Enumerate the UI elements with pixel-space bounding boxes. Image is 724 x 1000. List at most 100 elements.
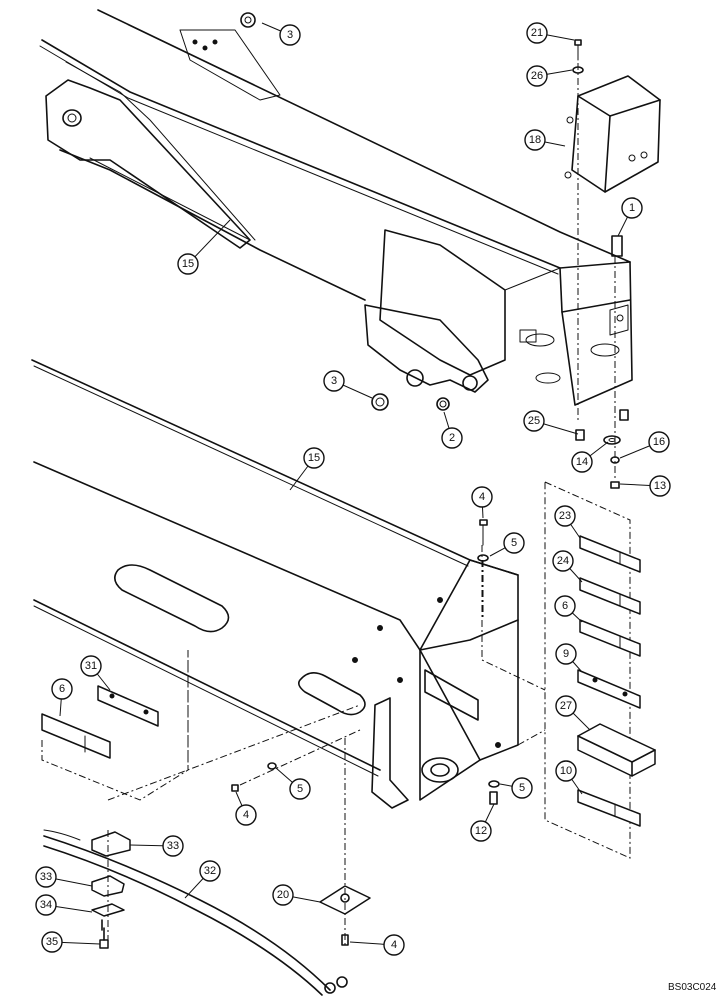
shim-6-left [41,713,111,759]
callout-circle [162,835,184,857]
callout-4: 4 [235,791,257,826]
block-27 [577,723,656,777]
callout-18: 18 [524,129,566,151]
shim-6-right [579,619,641,657]
callout-label: 13 [654,480,666,492]
bushing-3-lower [371,393,389,411]
bolt-4-top [477,519,489,620]
callout-label: 27 [560,700,572,712]
callout-label: 26 [531,70,543,82]
callout-label: 3 [287,29,293,41]
shim-23 [579,535,641,573]
callout-label: 6 [59,683,65,695]
callout-12: 12 [470,803,495,842]
callout-13: 13 [619,475,671,497]
callout-27: 27 [555,695,591,731]
shim-plane [544,481,631,859]
callout-circle [471,486,493,508]
callout-circle [177,253,199,275]
callout-circle [503,532,525,554]
callout-4: 4 [349,934,405,956]
leader-shim-a [481,545,546,691]
callout-label: 34 [40,899,52,911]
callout-circle [555,760,577,782]
callout-label: 16 [653,436,665,448]
callout-33: 33 [129,835,184,857]
callout-1: 1 [617,197,643,237]
bolt-13 [610,481,620,489]
callout-label: 32 [204,865,216,877]
callout-34: 34 [35,894,93,916]
callout-5: 5 [499,777,533,799]
callout-label: 33 [40,871,52,883]
callout-circle [51,678,73,700]
callout-circle [303,447,325,469]
callout-label: 9 [563,648,569,660]
callout-label: 14 [576,456,588,468]
callout-circle [272,884,294,906]
block-part-1 [611,235,623,257]
callout-circle [555,643,577,665]
callout-25: 25 [523,410,579,435]
bolt-12 [488,780,500,805]
callout-circle [199,860,221,882]
callout-24: 24 [552,550,583,583]
callout-label: 25 [528,415,540,427]
left-shim-plane [41,650,189,801]
washer-14 [603,435,621,445]
callout-6: 6 [51,678,73,717]
callout-circle [323,370,345,392]
callout-26: 26 [526,65,573,87]
callout-circle [571,451,593,473]
callout-circle [235,804,257,826]
callout-circle [279,24,301,46]
callout-label: 15 [182,258,194,270]
callout-circle [649,475,671,497]
leader-shim-b [517,729,546,746]
plate-9 [577,669,641,709]
bolts-25 [575,409,629,441]
callout-label: 15 [308,452,320,464]
callout-32: 32 [184,860,221,899]
callout-label: 24 [557,555,569,567]
callout-circle [511,777,533,799]
callout-label: 35 [46,936,58,948]
callout-circle [552,550,574,572]
callout-circle [383,934,405,956]
callout-circle [80,655,102,677]
callout-circle [526,65,548,87]
shim-10 [577,789,641,827]
callout-label: 4 [243,809,249,821]
callout-label: 2 [449,432,455,444]
callout-15: 15 [289,447,325,491]
callout-circle [35,866,57,888]
callout-circle [524,129,546,151]
bolt-35 [99,919,109,949]
shim-24 [579,577,641,615]
bolt-21 [572,39,584,74]
callout-label: 33 [167,840,179,852]
callout-circle [554,595,576,617]
cover-part-18 [564,75,661,193]
callout-21: 21 [526,22,575,44]
callout-35: 35 [41,931,101,953]
callout-label: 4 [391,939,397,951]
bushing-2 [436,397,450,411]
nut-16 [610,456,620,464]
callout-15: 15 [177,219,231,275]
lower-boom-section [31,359,519,809]
callout-33: 33 [35,866,93,888]
callout-label: 5 [297,783,303,795]
callout-label: 10 [560,765,572,777]
callout-9: 9 [555,643,583,673]
callout-label: 1 [629,202,635,214]
callout-label: 3 [331,375,337,387]
callout-circle [441,427,463,449]
callout-label: 5 [519,782,525,794]
callout-5: 5 [489,532,525,557]
callout-14: 14 [571,441,609,473]
callout-circle [526,22,548,44]
callout-20: 20 [272,884,321,906]
callout-31: 31 [80,655,111,691]
